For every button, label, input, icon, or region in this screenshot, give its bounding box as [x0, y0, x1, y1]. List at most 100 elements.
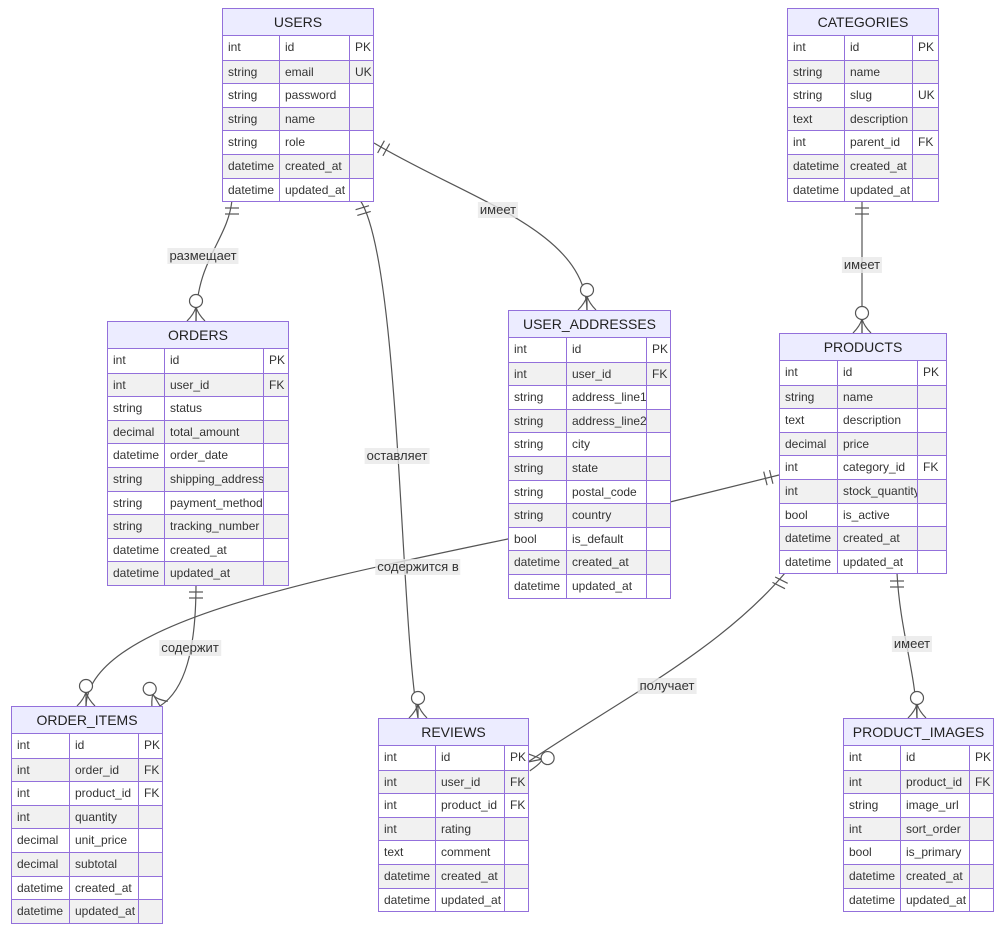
- attribute-name: payment_method: [164, 491, 263, 515]
- attribute-key: PK: [138, 734, 162, 758]
- attribute-name: id: [69, 734, 138, 758]
- attribute-name: created_at: [435, 864, 504, 888]
- attribute-name: created_at: [566, 551, 646, 574]
- attribute-type: string: [228, 88, 258, 103]
- attribute-type: string: [514, 460, 544, 475]
- attribute-key: [969, 841, 993, 864]
- attribute-name: updated_at: [566, 574, 646, 598]
- attribute-type: datetime: [849, 868, 896, 883]
- attribute-type: int: [113, 353, 126, 367]
- attribute-key: [917, 432, 946, 456]
- attribute-name: slug: [844, 84, 912, 107]
- entity-title: CATEGORIES: [788, 9, 938, 36]
- attribute-type: datetime: [785, 554, 832, 569]
- attribute-key: [917, 527, 946, 550]
- attribute-key: [263, 538, 288, 562]
- attribute-name: image_url: [900, 794, 969, 817]
- attribute-type: datetime: [113, 566, 160, 581]
- attribute-name: is_default: [566, 527, 646, 551]
- attribute-key: [646, 456, 670, 480]
- attribute-type: datetime: [785, 531, 832, 546]
- attribute-key: [917, 550, 946, 574]
- attribute-key: [263, 491, 288, 515]
- attribute-type: datetime: [384, 892, 431, 907]
- entity-title: USERS: [223, 9, 373, 36]
- attribute-key: [349, 154, 373, 178]
- attribute-key: PK: [263, 349, 288, 373]
- attribute-name: product_id: [900, 770, 969, 794]
- attribute-name: id: [435, 746, 504, 770]
- attribute-type: string: [785, 389, 815, 404]
- attribute-type: int: [113, 377, 126, 392]
- attribute-name: created_at: [69, 876, 138, 900]
- attribute-type: text: [785, 413, 805, 428]
- attribute-key: [504, 817, 528, 841]
- attribute-name: created_at: [279, 154, 349, 178]
- attribute-name: updated_at: [435, 888, 504, 912]
- attribute-name: price: [837, 432, 917, 456]
- attribute-name: updated_at: [69, 900, 138, 923]
- attribute-key: [917, 479, 946, 503]
- attribute-name: role: [279, 131, 349, 154]
- attribute-name: name: [279, 107, 349, 131]
- attribute-name: rating: [435, 817, 504, 841]
- attribute-type: string: [793, 88, 823, 103]
- attribute-name: id: [844, 36, 912, 60]
- attribute-name: sort_order: [900, 817, 969, 841]
- attribute-type: decimal: [113, 424, 155, 439]
- attribute-type: datetime: [514, 578, 561, 593]
- attribute-name: state: [566, 456, 646, 480]
- attribute-name: shipping_address: [164, 467, 263, 491]
- attribute-type: text: [793, 111, 813, 126]
- relationship-users-reviews: [355, 199, 428, 719]
- attribute-key: FK: [504, 770, 528, 794]
- attribute-name: id: [837, 361, 917, 385]
- relationship-label: получает: [637, 678, 697, 694]
- attribute-name: comment: [435, 841, 504, 864]
- attribute-name: stock_quantity: [837, 479, 917, 503]
- attribute-key: PK: [349, 36, 373, 60]
- relationship-label: содержится в: [375, 559, 461, 575]
- attribute-type: bool: [785, 507, 808, 522]
- attribute-type: datetime: [384, 868, 431, 883]
- attribute-key: FK: [917, 456, 946, 479]
- attribute-name: name: [837, 385, 917, 409]
- attribute-name: city: [566, 433, 646, 456]
- attribute-key: [263, 515, 288, 538]
- entity-title: ORDER_ITEMS: [12, 707, 162, 734]
- attribute-type: datetime: [17, 904, 64, 919]
- attribute-row: datetime created_at: [379, 863, 528, 888]
- attribute-type: int: [384, 750, 397, 764]
- attribute-name: user_id: [164, 373, 263, 397]
- attribute-name: is_primary: [900, 841, 969, 864]
- attribute-type: datetime: [228, 182, 275, 197]
- attribute-type: string: [113, 471, 143, 486]
- attribute-type: string: [514, 437, 544, 452]
- attribute-type: int: [793, 40, 806, 54]
- relationship-users-user-addresses: [373, 140, 597, 311]
- attribute-name: subtotal: [69, 852, 138, 876]
- attribute-key: FK: [646, 362, 670, 386]
- attribute-key: [504, 864, 528, 888]
- attribute-type: datetime: [793, 158, 840, 173]
- attribute-type: int: [849, 750, 862, 764]
